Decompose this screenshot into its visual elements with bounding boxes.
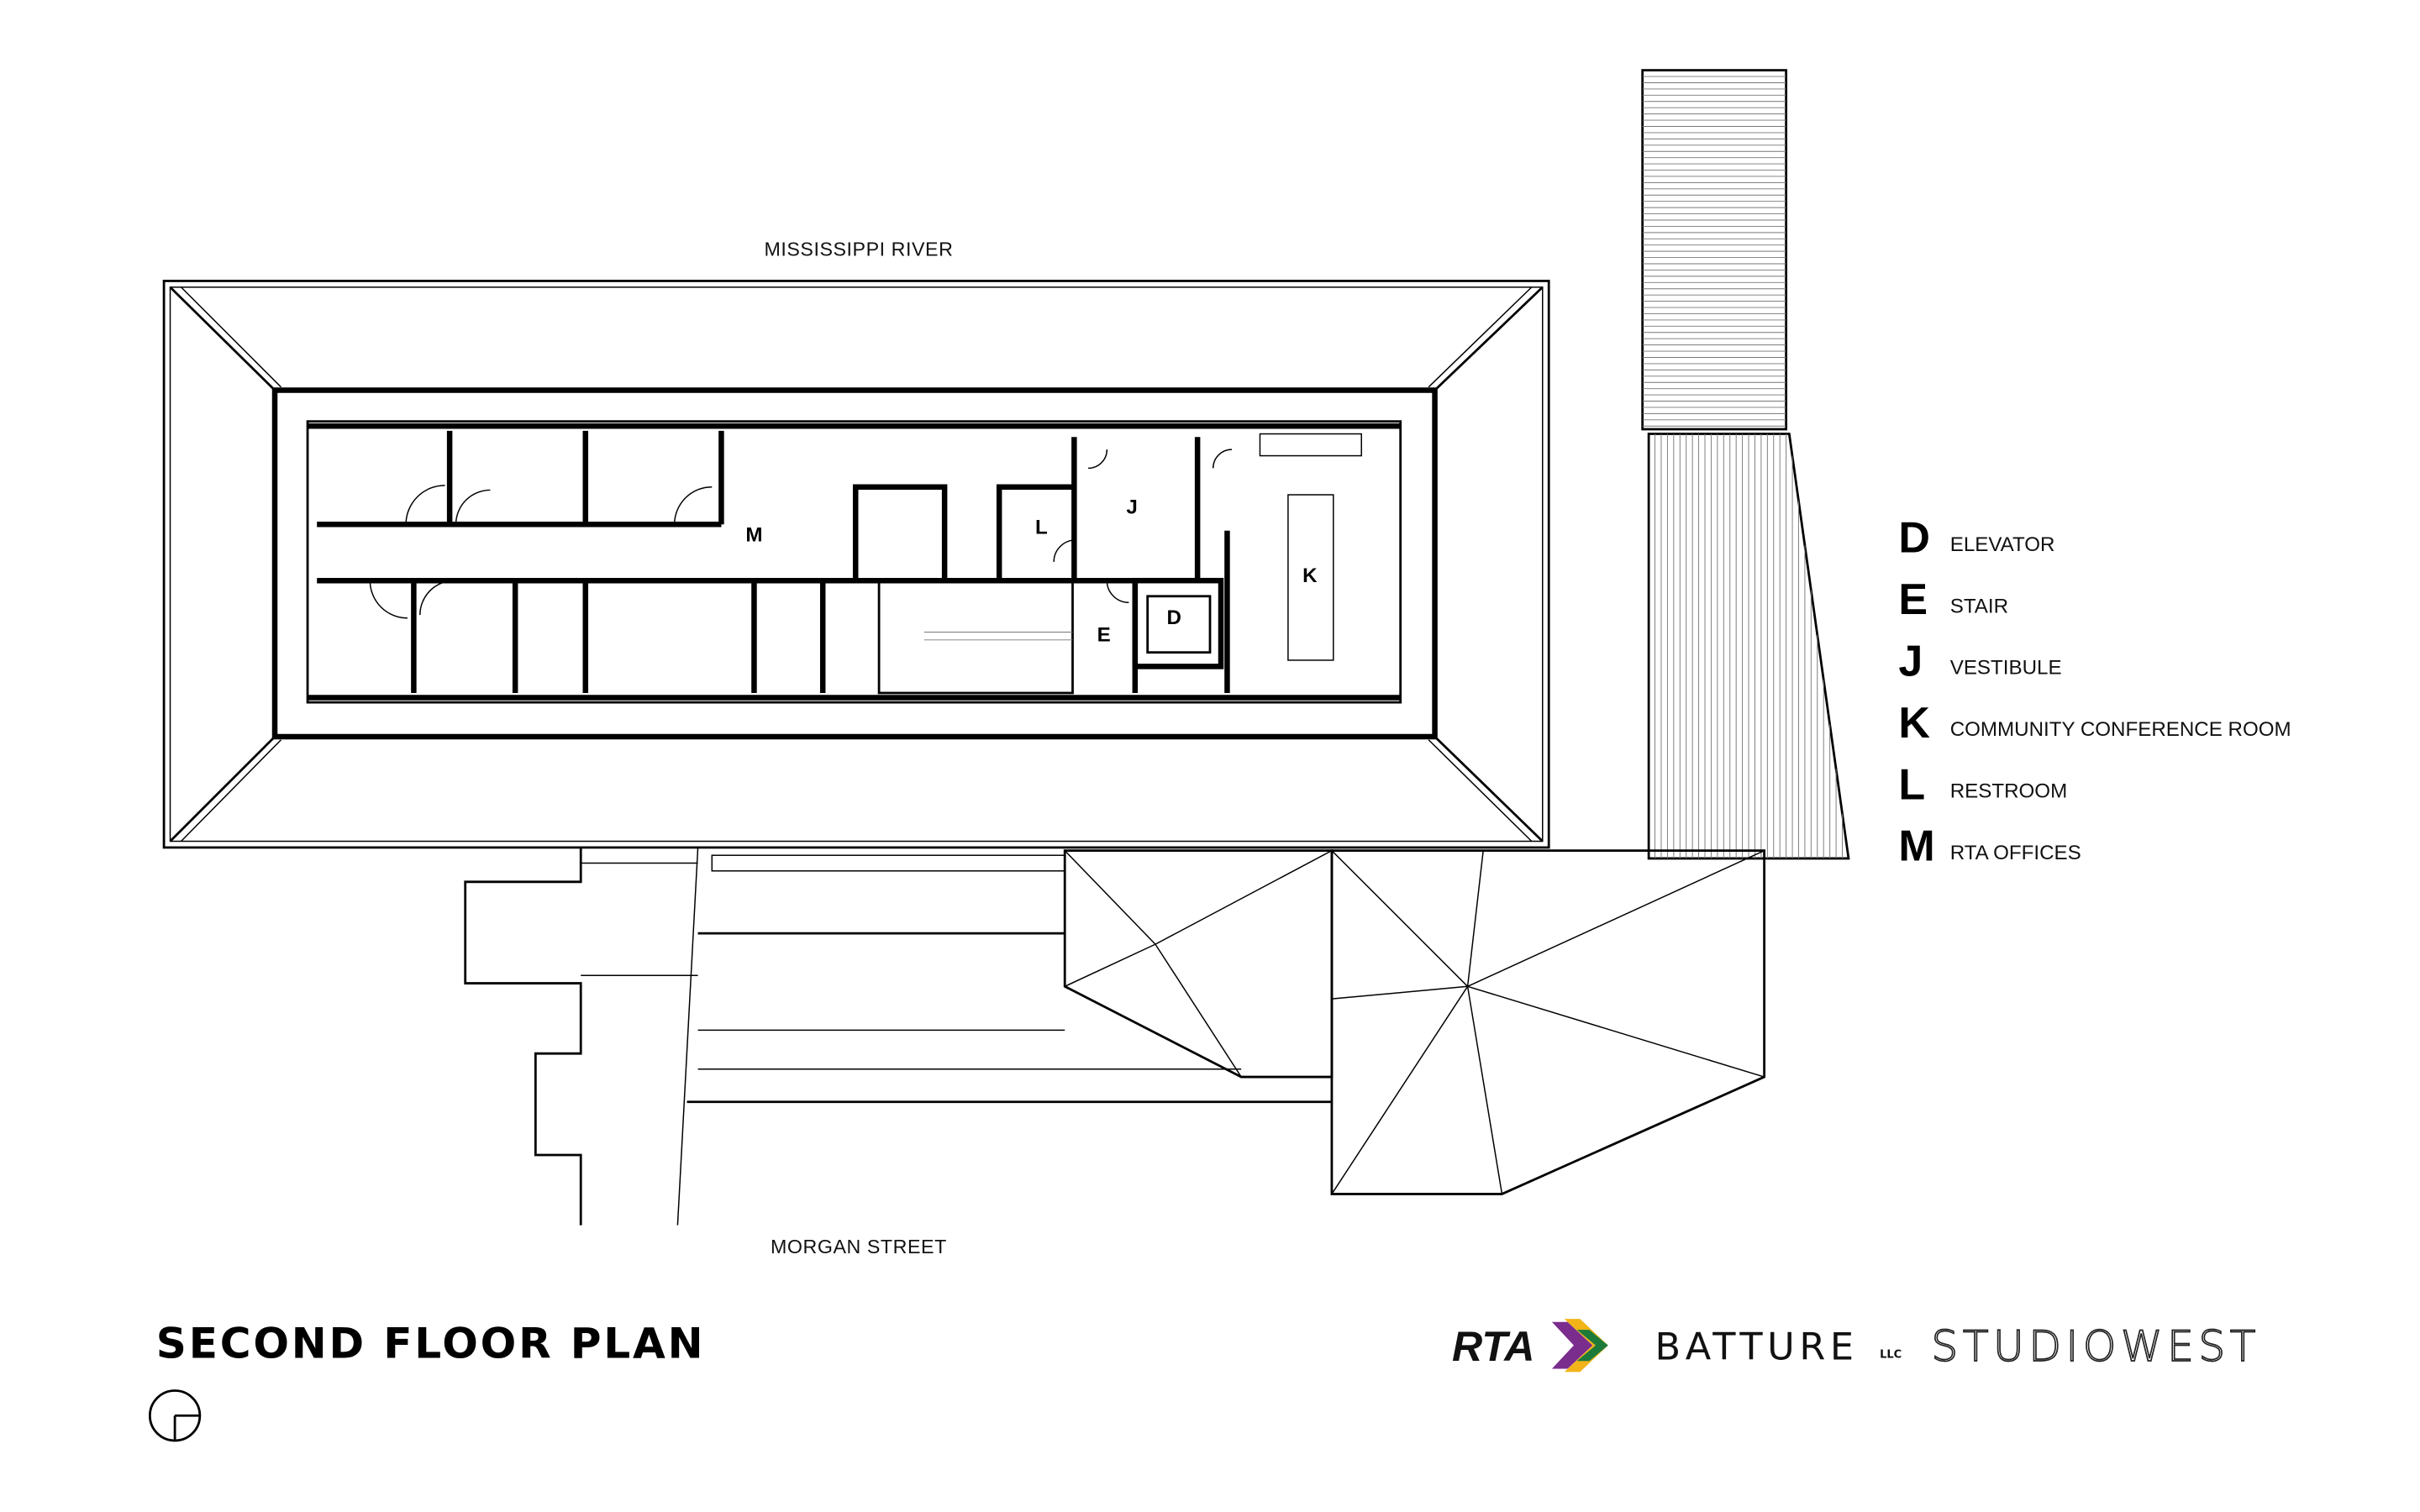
north-label: MISSISSIPPI RIVER <box>764 239 953 260</box>
legend-text: ELEVATOR <box>1950 533 2055 556</box>
legend-letter: M <box>1898 822 1934 871</box>
room-tag-l: L <box>1035 516 1048 538</box>
room-tag-d: D <box>1167 606 1181 629</box>
legend-text: RTA OFFICES <box>1950 842 2081 864</box>
ground-walkways <box>464 847 1332 1226</box>
floor-interior <box>306 420 1402 704</box>
adjacent-building-east <box>1641 69 1850 860</box>
stair-treads <box>923 632 1073 641</box>
room-tag-m: M <box>745 524 762 547</box>
room-tag-e: E <box>1097 624 1111 647</box>
logo-batture: BATTURE LLC <box>1655 1325 1902 1368</box>
legend-text: COMMUNITY CONFERENCE ROOM <box>1950 718 2291 741</box>
svg-text:BATTURE: BATTURE <box>1655 1325 1859 1368</box>
legend-text: VESTIBULE <box>1950 657 2062 680</box>
chevron-green-icon <box>1576 1330 1608 1362</box>
north-arrow-icon <box>148 1389 202 1442</box>
legend-letter: K <box>1898 699 1930 748</box>
legend-letter: E <box>1898 575 1928 624</box>
lower-hip-roofs <box>1063 849 1766 1195</box>
south-label: MORGAN STREET <box>771 1236 947 1257</box>
room-legend: D ELEVATOR E STAIR J VESTIBULE K COMMUNITY CONF… <box>1898 514 2291 871</box>
room-tag-j: J <box>1126 496 1137 518</box>
room-tag-k: K <box>1302 564 1318 587</box>
page-title: SECOND FLOOR PLAN <box>156 1319 706 1368</box>
svg-text:RTA: RTA <box>1452 1323 1534 1370</box>
legend-letter: D <box>1898 514 1930 563</box>
svg-text:LLC: LLC <box>1880 1349 1902 1362</box>
legend-letter: L <box>1898 760 1925 809</box>
legend-letter: J <box>1898 638 1923 686</box>
logo-rta: RTA <box>1452 1319 1608 1373</box>
chevron-purple-icon <box>1551 1321 1593 1369</box>
legend-text: STAIR <box>1950 595 2008 617</box>
legend-text: RESTROOM <box>1950 780 2067 802</box>
main-building-roof <box>162 280 1550 849</box>
logo-studiowest: STUDIOWEST <box>1931 1321 2260 1371</box>
